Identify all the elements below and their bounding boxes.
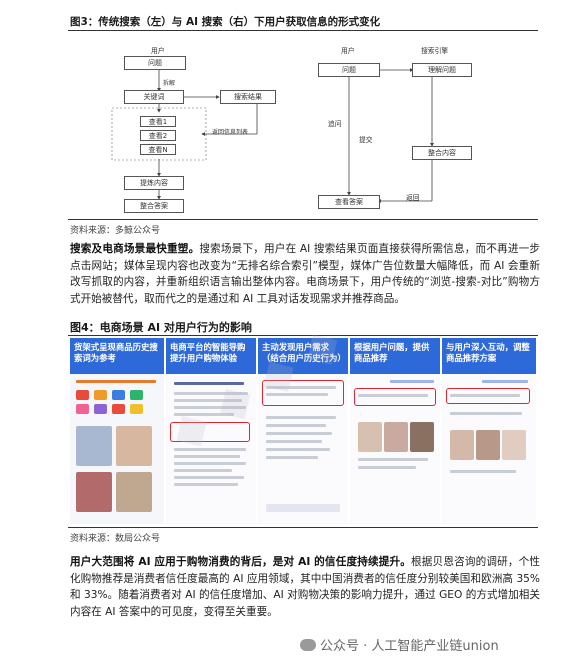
right-engine-label: 搜索引擎: [421, 47, 449, 55]
link-node-1: 查看1: [140, 116, 176, 127]
left-answer-node: 整合答案: [124, 199, 184, 213]
right-question-node: 问题: [318, 63, 380, 77]
figure4-top-rule: [68, 335, 538, 336]
watermark-text: 公众号 · 人工智能产业链union: [320, 639, 499, 654]
right-user-label: 用户: [341, 47, 355, 55]
panel-shelf-display: 货架式呈现商品历史搜索词为参考: [70, 338, 166, 524]
left-breakdown-label: 拆解: [163, 80, 176, 87]
figure3-top-rule: [68, 30, 538, 31]
paragraph1-body: 搜索场景下，用户在 AI 搜索结果页面直接获得所需信息，而不再进一步点击网站；媒…: [70, 243, 540, 305]
left-results-list-label: 返回信息列表: [212, 129, 249, 136]
panel-proactive-discovery: 主动发现用户需求（结合用户历史行为）: [258, 338, 350, 524]
paragraph1-lead: 搜索及电商场景最快重塑。: [70, 243, 200, 255]
panel1-caption: 货架式呈现商品历史搜索词为参考: [70, 338, 164, 374]
right-understand-node: 理解问题: [412, 63, 472, 77]
left-user-label: 用户: [151, 47, 165, 55]
left-keyword-node: 关键词: [124, 90, 184, 104]
panel-smart-guide: 电商平台的智能导购提升用户购物体验: [166, 338, 258, 524]
paragraph2-lead: 用户大范围将 AI 应用于购物消费的背后，是对 AI 的信任度持续提升。: [70, 556, 412, 568]
left-filter-node: 提炼内容: [124, 176, 184, 190]
right-submit-label: 提交: [359, 136, 373, 144]
paragraph2-body: 根据贝恩咨询的调研，个性化购物推荐是消费者信任度最高的 AI 应用领域，其中中国…: [70, 556, 541, 618]
figure4-source: 资料来源：数局公众号: [70, 534, 161, 544]
panel-product-recommend: 根据用户问题，提供商品推荐: [350, 338, 442, 524]
panel2-caption: 电商平台的智能导购提升用户购物体验: [166, 338, 256, 374]
link-node-n: 查看N: [140, 144, 176, 155]
wechat-icon: [300, 638, 316, 651]
paragraph-search-ecommerce: 搜索及电商场景最快重塑。搜索场景下，用户在 AI 搜索结果页面直接获得所需信息，…: [70, 241, 540, 307]
right-view-answer-node: 查看答案: [318, 195, 380, 209]
paragraph-ai-trust: 用户大范围将 AI 应用于购物消费的背后，是对 AI 的信任度持续提升。根据贝恩…: [70, 554, 540, 620]
panel4-caption: 根据用户问题，提供商品推荐: [350, 338, 440, 374]
flow-diagram-connectors: [111, 68, 434, 203]
left-search-results-node: 搜索结果: [220, 90, 276, 104]
wechat-watermark: 公众号 · 人工智能产业链union: [300, 635, 499, 654]
figure4-title: 图4：电商场景 AI 对用户行为的影响: [70, 321, 252, 334]
figure3-title: 图3：传统搜索（左）与 AI 搜索（右）下用户获取信息的形式变化: [70, 16, 381, 28]
figure4-bottom-rule: [68, 527, 538, 528]
panel-deep-interaction: 与用户深入互动，调整商品推荐方案: [442, 338, 536, 524]
left-question-node: 问题: [124, 56, 186, 70]
figure3-bottom-rule: [68, 219, 538, 220]
panel3-caption: 主动发现用户需求（结合用户历史行为）: [258, 338, 348, 374]
right-integrate-node: 整合内容: [412, 146, 472, 160]
right-return-label: 返回: [406, 194, 420, 202]
figure3-source: 资料来源：多鲸公众号: [70, 226, 161, 236]
right-ask-more-label: 追问: [328, 120, 342, 128]
link-node-2: 查看2: [140, 130, 176, 141]
panel5-caption: 与用户深入互动，调整商品推荐方案: [442, 338, 536, 374]
